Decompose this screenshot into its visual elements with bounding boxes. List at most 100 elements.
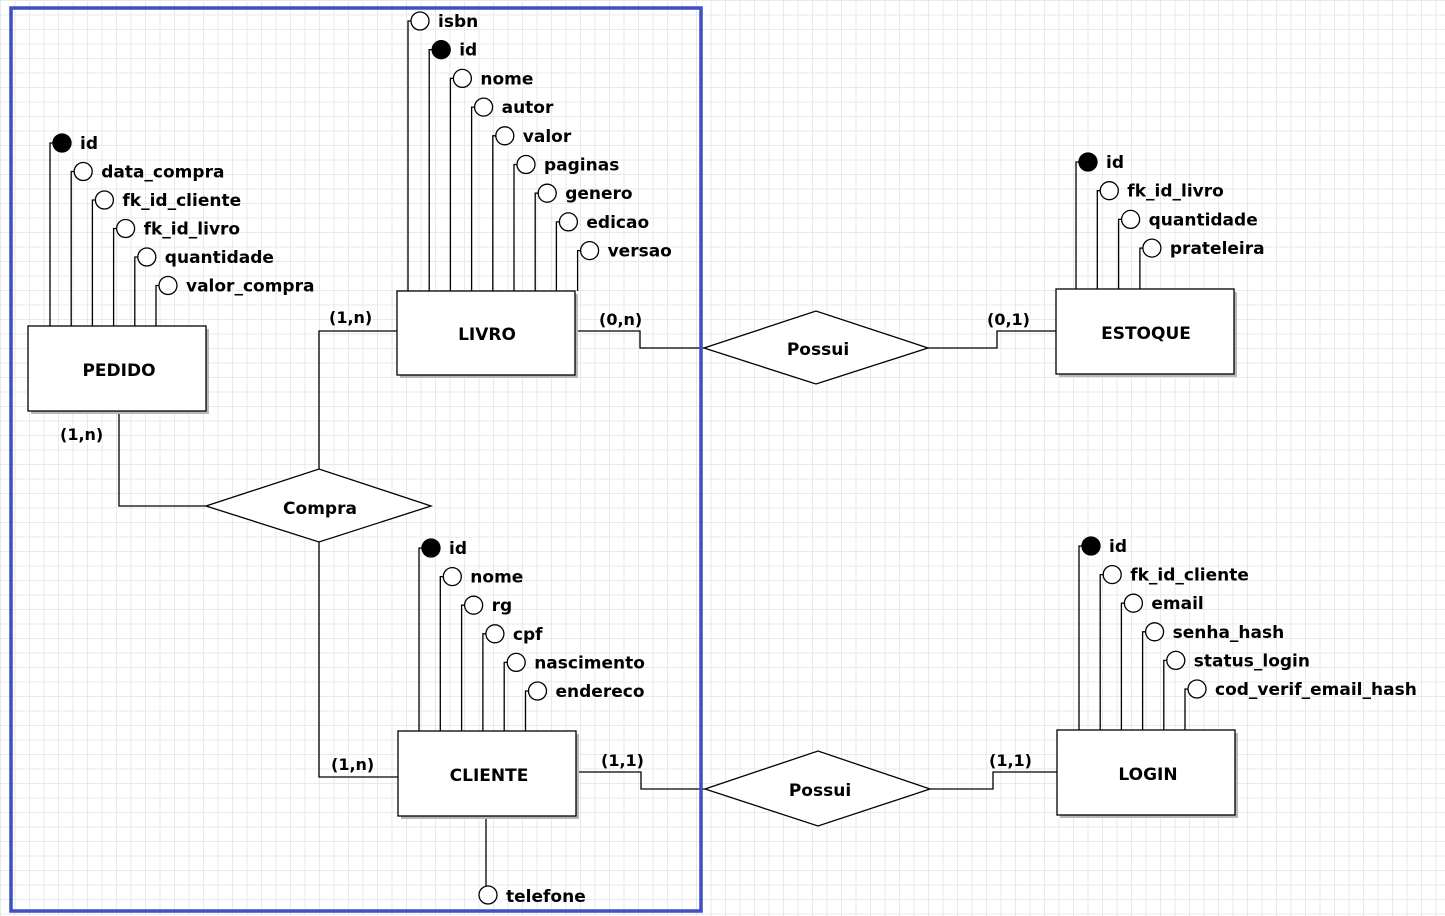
livro-attribute-isbn[interactable]: isbn: [407, 11, 478, 291]
attribute-label: telefone: [506, 887, 586, 907]
attribute-circle-icon: [452, 68, 473, 89]
entity-cliente[interactable]: CLIENTE: [397, 730, 579, 819]
attribute-connector: [1096, 190, 1101, 289]
cliente-attribute-rg[interactable]: rg: [460, 595, 513, 731]
attribute-circle-icon: [478, 885, 498, 905]
attribute-label: autor: [502, 98, 554, 118]
attribute-connector: [418, 547, 422, 731]
pedido-attribute-id[interactable]: id: [49, 133, 98, 326]
livro-attribute-versao[interactable]: versao: [576, 240, 672, 291]
livro-attribute-id[interactable]: id: [428, 40, 477, 291]
attribute-connector: [513, 163, 517, 291]
attribute-circle-icon: [94, 190, 115, 210]
login-attributes: idfk_id_clienteemailsenha_hashstatus_log…: [1078, 536, 1417, 730]
relationship-possui-estoque[interactable]: Possui: [701, 310, 931, 385]
cliente-attribute-endereco[interactable]: endereco: [524, 681, 645, 731]
estoque-attribute-fk-id-livro[interactable]: fk_id_livro: [1096, 181, 1224, 289]
attribute-circle-icon: [1120, 209, 1141, 230]
entity-label: ESTOQUE: [1101, 324, 1191, 344]
attribute-label: fk_id_cliente: [122, 191, 241, 211]
login-attribute-cod-verif-email-hash[interactable]: cod_verif_email_hash: [1184, 679, 1417, 730]
line-cliente-compra: [318, 542, 398, 778]
cardinality-livro-possui: (0,n): [599, 310, 642, 329]
estoque-attribute-quantidade[interactable]: quantidade: [1117, 209, 1258, 289]
login-attribute-id[interactable]: id: [1078, 536, 1127, 730]
pedido-attribute-fk-id-cliente[interactable]: fk_id_cliente: [91, 190, 241, 326]
login-attribute-fk-id-cliente[interactable]: fk_id_cliente: [1099, 564, 1249, 730]
entity-pedido[interactable]: PEDIDO: [27, 325, 209, 414]
attribute-label: id: [459, 41, 477, 61]
attribute-circle-icon: [1102, 564, 1122, 585]
attribute-circle-icon: [495, 126, 515, 146]
attribute-label: nome: [470, 568, 523, 588]
cardinality-estoque-possui: (0,1): [987, 310, 1030, 329]
attribute-label: cod_verif_email_hash: [1215, 680, 1417, 700]
estoque-attribute-id[interactable]: id: [1075, 152, 1124, 289]
cliente-attribute-cpf[interactable]: cpf: [482, 624, 543, 731]
relationship-compra[interactable]: Compra: [203, 468, 434, 543]
attribute-label: id: [449, 539, 467, 559]
attribute-circle-icon: [115, 218, 136, 239]
attribute-connector: [1078, 545, 1082, 730]
pedido-attribute-fk-id-livro[interactable]: fk_id_livro: [112, 218, 241, 327]
attribute-circle-icon: [506, 652, 526, 673]
livro-attribute-nome[interactable]: nome: [449, 68, 533, 291]
cardinality-login-possui: (1,1): [989, 751, 1032, 770]
attribute-connector: [91, 199, 96, 326]
attribute-connector: [1139, 247, 1143, 289]
pedido-attribute-quantidade[interactable]: quantidade: [134, 247, 274, 326]
entity-label: PEDIDO: [82, 361, 155, 381]
attribute-label: valor: [523, 127, 572, 147]
attribute-circle-icon: [463, 595, 484, 615]
cardinality-compra-livro: (1,n): [329, 308, 372, 327]
cliente-attribute-nome[interactable]: nome: [439, 566, 523, 731]
attribute-circle-icon: [1099, 181, 1119, 201]
line-livro-possui: [576, 330, 704, 349]
attribute-circle-icon: [410, 11, 430, 31]
entity-label: CLIENTE: [450, 766, 529, 786]
login-attribute-status-login[interactable]: status_login: [1163, 650, 1310, 730]
attribute-connector: [449, 77, 454, 291]
attribute-label: nascimento: [534, 653, 645, 673]
livro-attribute-autor[interactable]: autor: [470, 97, 554, 291]
cliente-attribute-id[interactable]: id: [418, 538, 467, 731]
cliente-attribute-nascimento[interactable]: nascimento: [503, 652, 645, 731]
entity-login[interactable]: LOGIN: [1056, 729, 1238, 818]
cardinality-compra-cliente: (1,n): [331, 755, 374, 774]
line-login-possui: [930, 771, 1057, 790]
attribute-connector: [1117, 218, 1122, 289]
livro-attribute-genero[interactable]: genero: [534, 183, 633, 291]
login-attribute-senha-hash[interactable]: senha_hash: [1141, 622, 1285, 730]
attribute-label: quantidade: [165, 248, 274, 268]
attribute-connector: [1099, 573, 1104, 730]
pedido-attribute-valor-compra[interactable]: valor_compra: [155, 275, 314, 327]
entity-label: LOGIN: [1118, 765, 1177, 785]
attribute-label: endereco: [556, 682, 645, 702]
livro-attribute-valor[interactable]: valor: [492, 126, 572, 291]
livro-attribute-edicao[interactable]: edicao: [555, 212, 649, 291]
attribute-label: rg: [492, 596, 513, 616]
entity-livro[interactable]: LIVRO: [396, 290, 578, 378]
attribute-connector: [460, 604, 465, 731]
attribute-label: cpf: [513, 625, 543, 645]
login-attribute-email[interactable]: email: [1120, 593, 1204, 730]
attribute-label: isbn: [438, 12, 478, 32]
attribute-label: status_login: [1194, 651, 1310, 671]
attribute-label: prateleira: [1170, 239, 1265, 259]
livro-attribute-paginas[interactable]: paginas: [513, 154, 619, 292]
cliente-telefone-attribute[interactable]: telefone: [478, 818, 586, 907]
relationship-possui-login[interactable]: Possui: [702, 750, 933, 827]
pedido-attribute-data-compra[interactable]: data_compra: [70, 161, 224, 327]
attribute-circle-icon: [1166, 650, 1186, 671]
attribute-connector: [1163, 659, 1167, 730]
attribute-label: fk_id_cliente: [1130, 566, 1249, 586]
entity-box: [396, 290, 576, 376]
selection-frame[interactable]: [9, 6, 703, 913]
line-cliente-possui: [578, 771, 705, 790]
line-livro-compra: [318, 330, 397, 469]
attribute-label: paginas: [544, 156, 619, 176]
entity-estoque[interactable]: ESTOQUE: [1055, 288, 1237, 377]
attribute-connector: [428, 49, 433, 291]
estoque-attribute-prateleira[interactable]: prateleira: [1139, 238, 1265, 289]
